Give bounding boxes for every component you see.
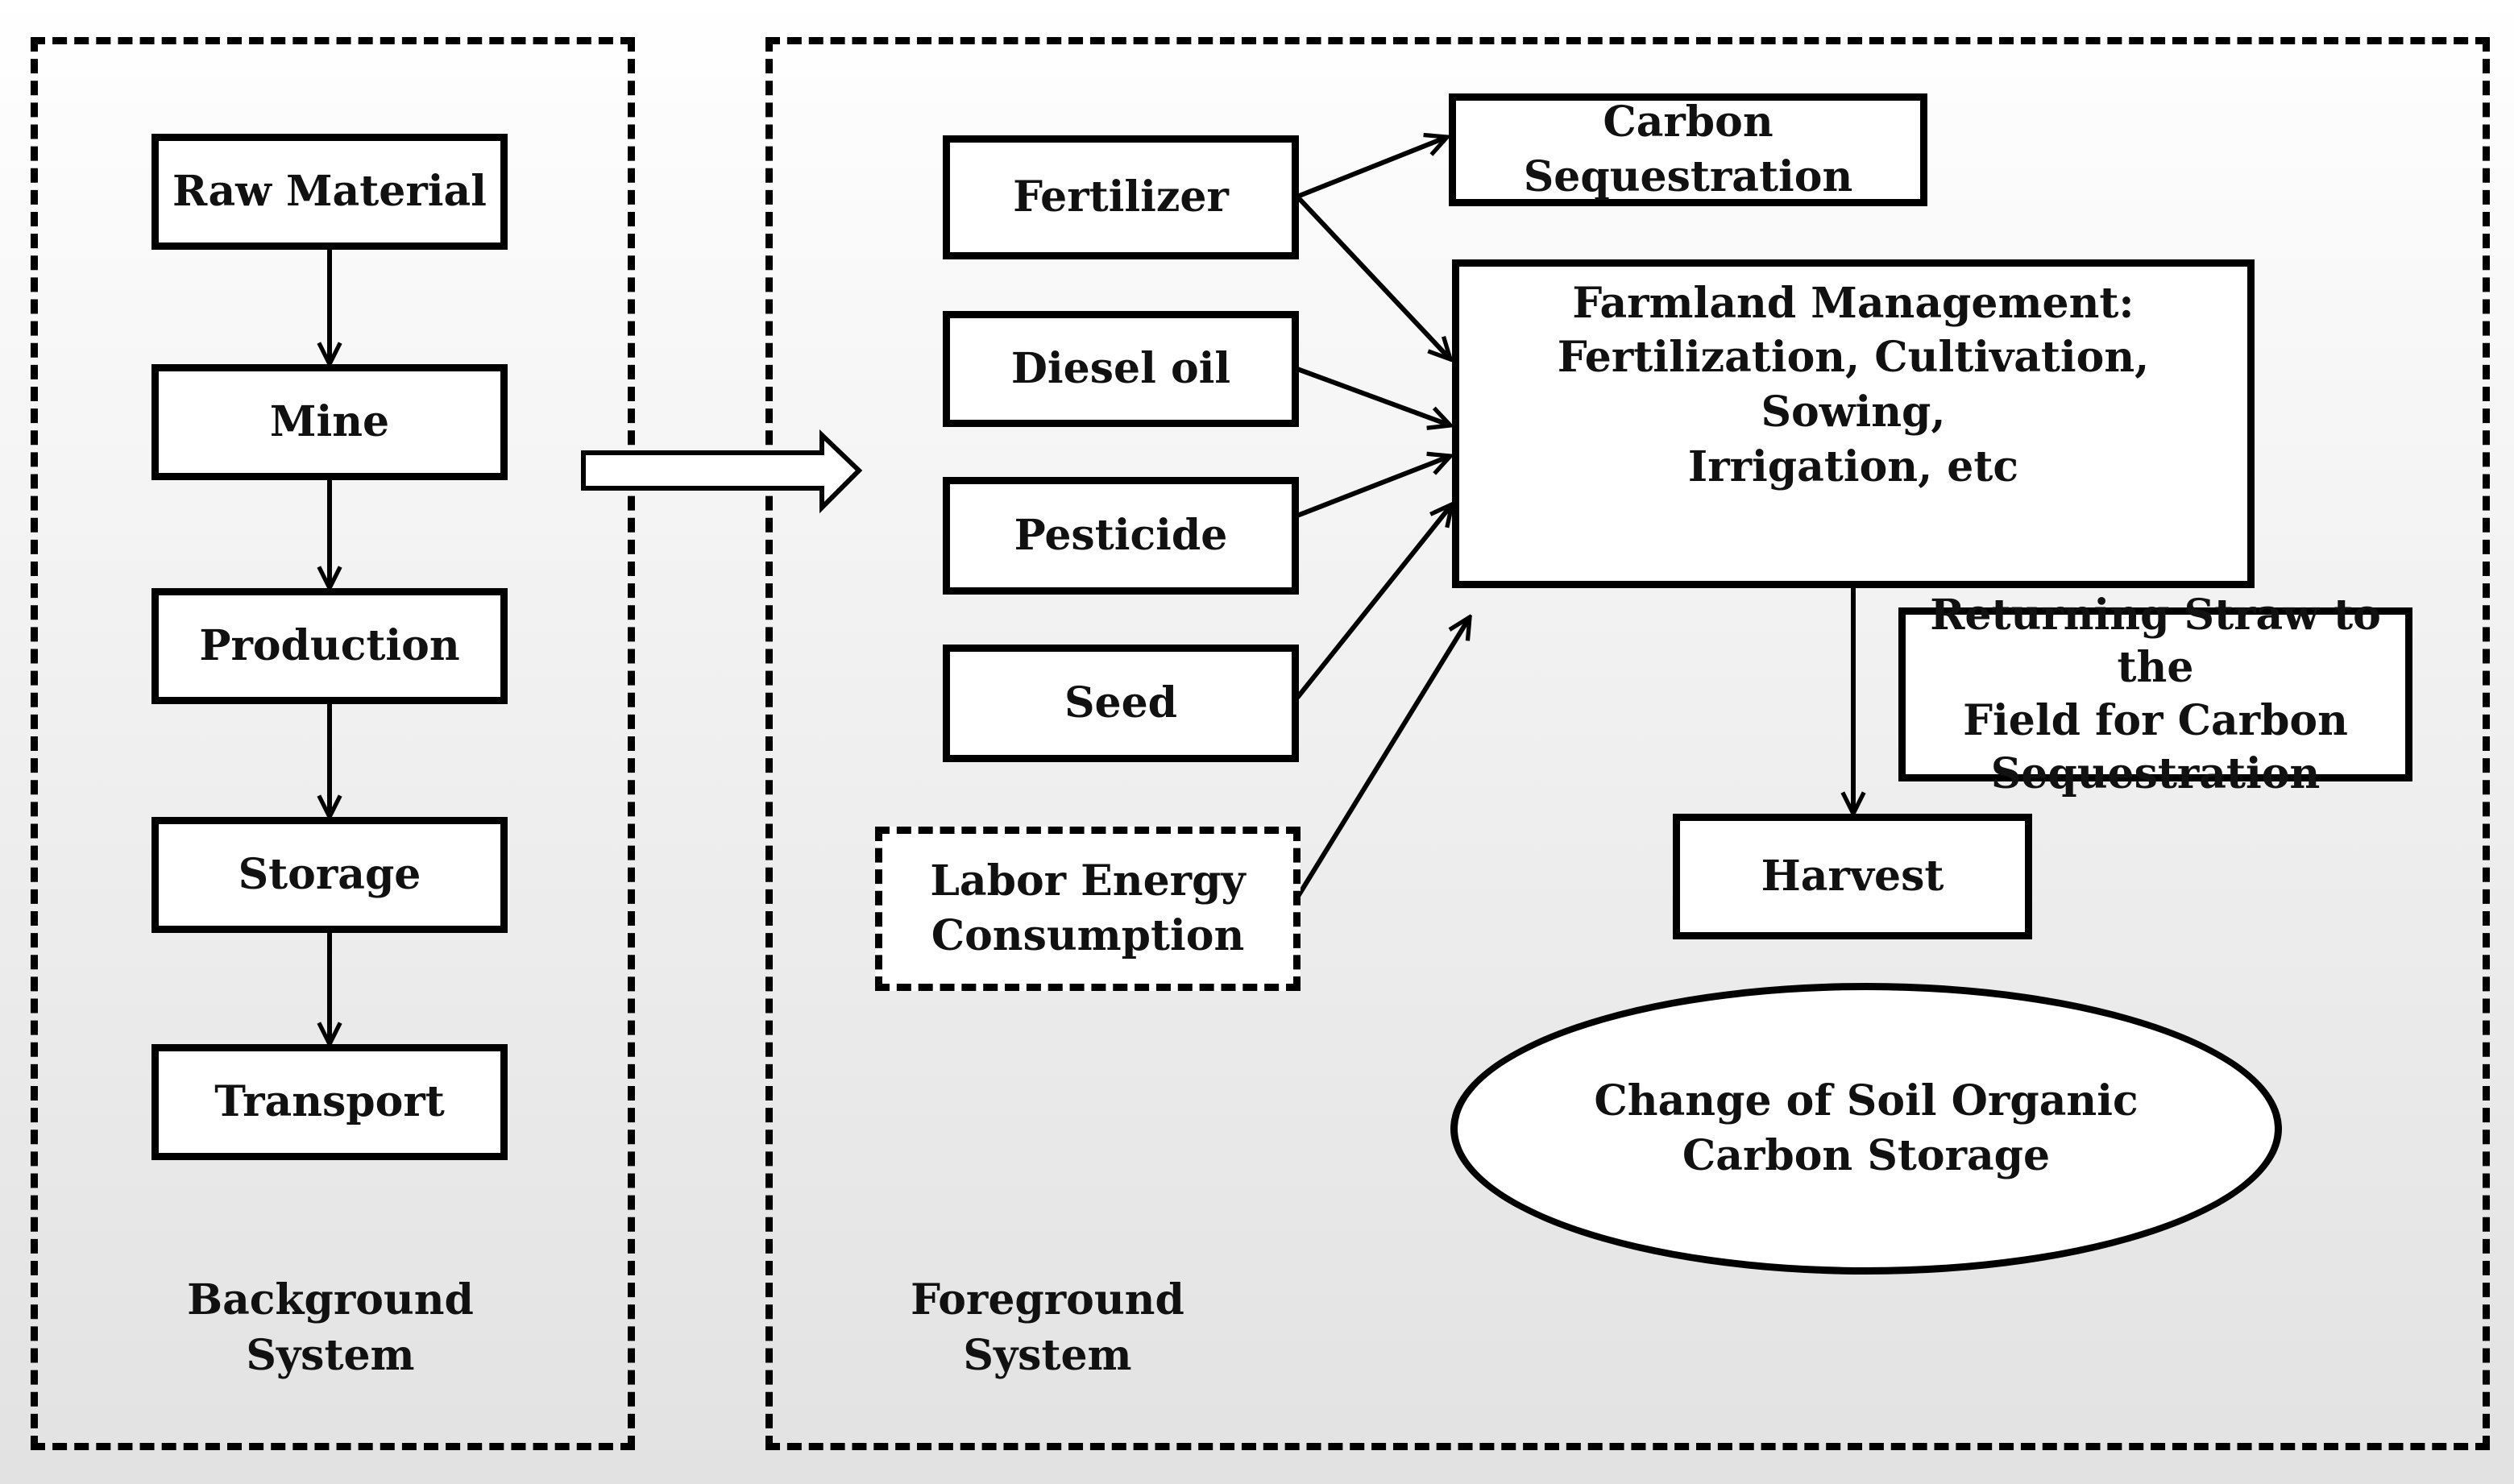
management-line-1: Farmland Management:	[1572, 278, 2134, 328]
background-label-line-1: Background	[187, 1275, 474, 1324]
background-label-line-2: System	[246, 1330, 415, 1380]
raw-material-box: Raw Material	[151, 134, 508, 250]
straw-line-1: Returning Straw to the	[1930, 590, 2381, 693]
straw-line-3: Sequestration	[1990, 748, 2321, 798]
harvest-label: Harvest	[1761, 852, 1944, 902]
carbon-sequestration-label: Carbon Sequestration	[1523, 97, 1853, 201]
carbon-sequestration-box: Carbon Sequestration	[1449, 93, 1927, 206]
pesticide-label: Pesticide	[1014, 511, 1228, 561]
mine-label: Mine	[269, 397, 390, 447]
seed-box: Seed	[943, 645, 1299, 762]
storage-label: Storage	[238, 850, 421, 900]
foreground-label-line-1: Foreground	[911, 1275, 1184, 1324]
seed-label: Seed	[1064, 678, 1178, 728]
returning-straw-box: Returning Straw to the Field for Carbon …	[1898, 591, 2412, 798]
soil-organic-carbon-ellipse: Change of Soil Organic Carbon Storage	[1450, 983, 2282, 1275]
labor-label-line-1: Labor Energy	[930, 856, 1246, 906]
arrow-fertilizer-to-management	[1295, 194, 1450, 359]
arrow-fertilizer-to-carbon-sequestration	[1296, 137, 1447, 199]
pesticide-box: Pesticide	[943, 477, 1299, 595]
harvest-box: Harvest	[1673, 814, 2032, 939]
arrow-diesel-to-management	[1296, 367, 1450, 425]
arrow-labor-to-management	[1295, 617, 1470, 899]
production-label: Production	[199, 621, 460, 671]
diesel-oil-label: Diesel oil	[1010, 344, 1231, 394]
management-line-2: Fertilization, Cultivation, Sowing,	[1557, 333, 2150, 437]
foreground-system-label: Foreground System	[838, 1273, 1257, 1383]
arrow-seed-to-management	[1295, 504, 1452, 699]
fertilizer-label: Fertilizer	[1013, 172, 1229, 222]
foreground-label-line-2: System	[963, 1330, 1132, 1380]
raw-material-label: Raw Material	[172, 167, 487, 217]
labor-energy-box: Labor Energy Consumption	[875, 827, 1301, 991]
labor-label-line-2: Consumption	[931, 911, 1245, 960]
soil-line-2: Carbon Storage	[1682, 1131, 2051, 1180]
background-system-label: Background System	[121, 1273, 540, 1383]
mine-box: Mine	[151, 364, 508, 480]
storage-box: Storage	[151, 817, 508, 933]
soil-line-1: Change of Soil Organic	[1594, 1076, 2139, 1126]
production-box: Production	[151, 588, 508, 704]
arrow-pesticide-to-management	[1296, 456, 1450, 518]
foreground-system-frame	[765, 37, 2490, 1450]
farmland-management-box: Farmland Management: Fertilization, Cult…	[1452, 259, 2255, 588]
management-line-3: Irrigation, etc	[1687, 441, 2019, 491]
system-flow-hollow-arrow	[581, 429, 863, 514]
transport-box: Transport	[151, 1044, 508, 1160]
straw-line-2: Field for Carbon	[1963, 696, 2348, 745]
background-system-frame	[31, 37, 635, 1450]
fertilizer-box: Fertilizer	[943, 135, 1299, 259]
diesel-oil-box: Diesel oil	[943, 311, 1299, 427]
transport-label: Transport	[214, 1077, 445, 1127]
